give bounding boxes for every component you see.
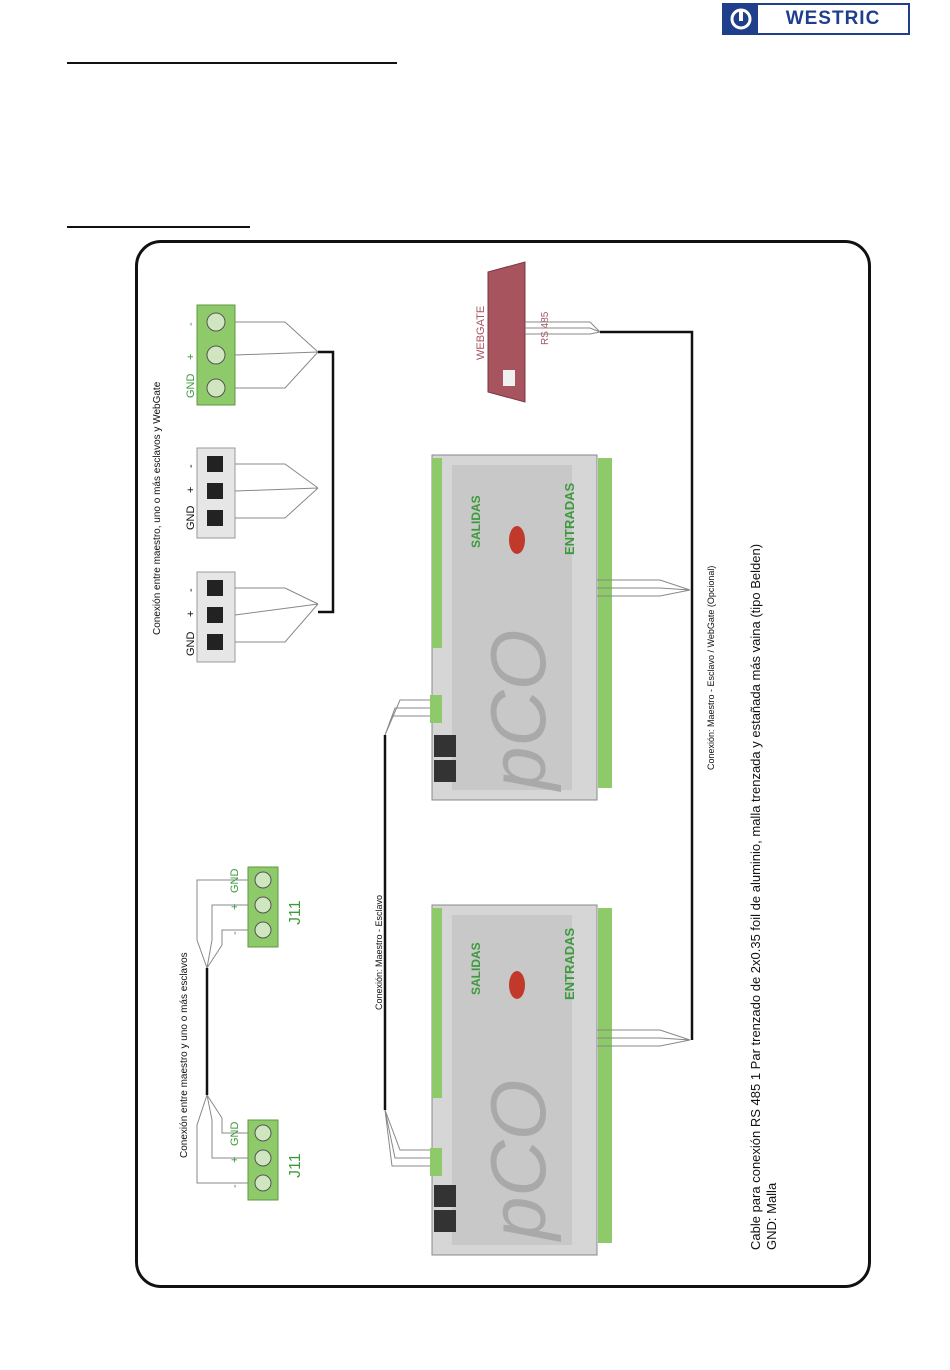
j11-title-a: J11 <box>287 900 304 925</box>
terminal-block-green-webgate <box>196 304 236 406</box>
terminal-block-gray-2 <box>196 447 236 539</box>
brand-badge-1 <box>509 526 525 554</box>
terminal-label-minus-3: - <box>185 322 197 326</box>
j11-label-minus-a: - <box>229 931 241 935</box>
j11-terminal-block-a <box>247 866 279 948</box>
j11-label-plus-a: + <box>229 904 241 910</box>
terminal-label-gnd-3: GND <box>185 374 197 399</box>
terminal-label-gnd-1: GND <box>185 632 197 657</box>
power-icon <box>724 5 758 33</box>
input-terminals-1 <box>598 458 612 788</box>
outputs-label-1: SALIDAS <box>469 495 483 548</box>
cable-description: Cable para conexión RS 485 1 Par trenzad… <box>748 544 763 1250</box>
terminal-label-plus-1: + <box>185 611 197 617</box>
j11-terminal-2 <box>430 1148 442 1176</box>
j11-label-gnd-b: GND <box>229 1122 241 1147</box>
terminal-wires <box>234 321 319 643</box>
j11-terminal-1 <box>430 695 442 723</box>
j11-label-gnd-a: GND <box>229 869 241 894</box>
multi-slave-webgate-title: Conexión entre maestro, uno o más esclav… <box>152 381 163 635</box>
output-terminals-1 <box>432 458 442 648</box>
j11-label-plus-b: + <box>229 1157 241 1163</box>
heading-underline-1 <box>67 62 397 64</box>
master-one-or-more-title: Conexión entre maestro y uno o más escla… <box>179 952 190 1158</box>
webgate-device: WEBGATE RS 485 <box>475 261 551 403</box>
terminal-label-plus-3: + <box>185 354 197 360</box>
input-terminals-2 <box>598 908 612 1243</box>
inputs-label-1: ENTRADAS <box>562 482 577 555</box>
rj-connectors-2 <box>434 1185 456 1232</box>
terminal-label-minus-1: - <box>185 588 197 592</box>
heading-underline-2 <box>67 226 250 228</box>
terminal-label-minus-2: - <box>185 464 197 468</box>
j11-terminal-block-b <box>247 1119 279 1201</box>
pco-logo-2: pCO <box>474 1080 562 1242</box>
rj-connectors-1 <box>434 735 456 782</box>
terminal-label-gnd-2: GND <box>185 506 197 531</box>
wiring-diagram-frame <box>135 240 871 1288</box>
optional-connection-label: Conexión: Maestro - Esclavo / WebGate (O… <box>706 566 716 770</box>
terminal-block-gray-1 <box>196 571 236 663</box>
terminal-label-plus-2: + <box>185 487 197 493</box>
brand-logo: WESTRIC <box>722 3 910 35</box>
webgate-wires <box>525 321 691 1047</box>
webgate-bus-cable <box>600 330 694 1040</box>
j11-label-minus-b: - <box>229 1184 241 1188</box>
bus-cable-top <box>318 350 335 614</box>
j11-wires <box>196 879 248 1184</box>
master-slave-connection-label: Conexión: Maestro - Esclavo <box>374 895 384 1010</box>
j11-title-b: J11 <box>287 1153 304 1178</box>
controller-1: pCO SALIDAS ENTRADAS <box>430 454 612 801</box>
inputs-label-2: ENTRADAS <box>562 927 577 1000</box>
brand-badge-2 <box>509 971 525 999</box>
master-slave-wires <box>384 699 430 1167</box>
controller-2: pCO SALIDAS ENTRADAS <box>430 904 612 1256</box>
outputs-label-2: SALIDAS <box>469 942 483 995</box>
webgate-label: WEBGATE <box>475 306 487 360</box>
pco-logo-1: pCO <box>474 630 562 792</box>
brand-name: WESTRIC <box>785 8 881 29</box>
gnd-note: GND: Malla <box>764 1182 779 1250</box>
output-terminals-2 <box>432 908 442 1098</box>
